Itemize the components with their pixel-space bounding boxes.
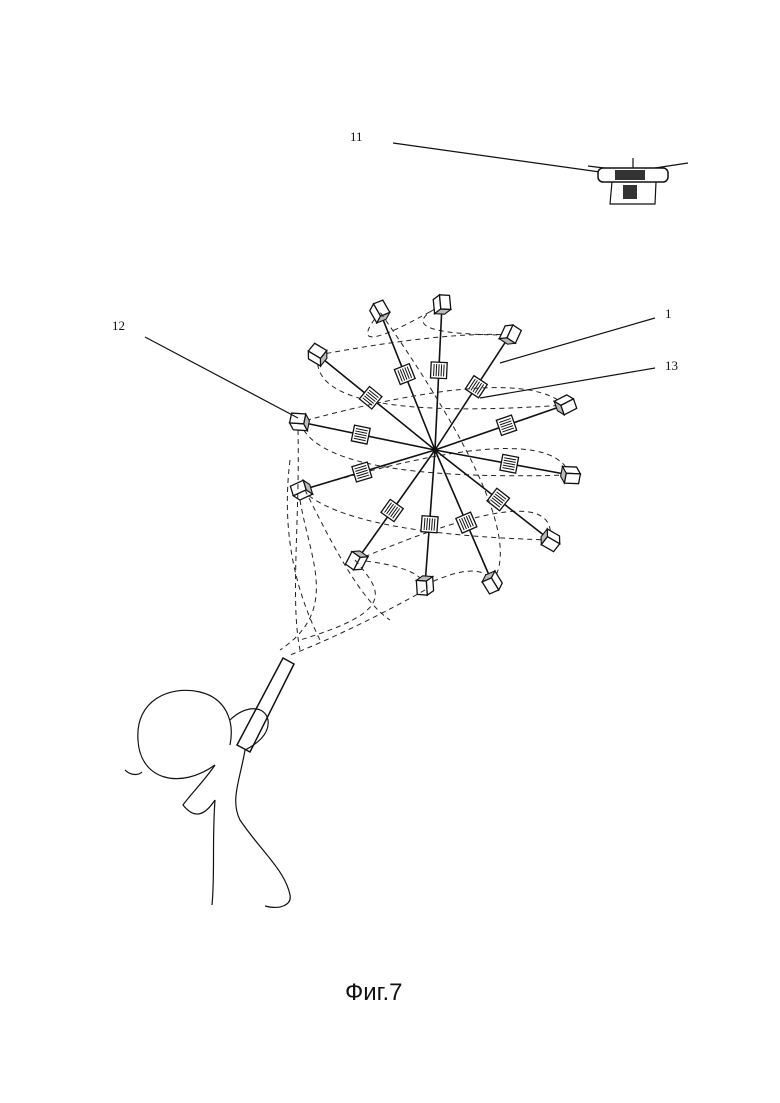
label-13: 13 [665,358,678,373]
net-cell [430,362,447,379]
net-cell [496,415,516,435]
net-cell [394,364,415,385]
net-cell [351,425,370,444]
net-weight [560,465,582,486]
net-weight [433,295,452,315]
net-cell [500,454,519,473]
net-arc [425,571,492,585]
net-cell [456,512,477,533]
net-weight [290,479,313,502]
net-weight [415,575,434,595]
leader-line-11 [393,143,600,172]
net-cell [359,386,382,409]
net-cell [421,516,438,533]
net-arc [357,560,425,585]
net-weight [537,527,563,553]
leader-line-1 [500,318,655,363]
net-arc [300,388,565,422]
net-arc [318,334,510,355]
label-12: 12 [112,318,125,333]
net-cell [352,462,372,482]
net-illustration [288,295,581,596]
leader-line-13 [480,368,655,398]
net-weight [305,342,331,368]
drone-illustration [393,143,688,204]
net-weight [368,299,392,323]
net-weight [480,570,504,595]
person-illustration [125,690,290,907]
label-1: 1 [665,306,672,321]
net-arc [302,449,570,490]
leader-line-12 [145,337,298,418]
net-cell [381,499,403,521]
launcher-illustration [237,430,425,752]
net-weight [554,393,578,416]
figure-caption: Фиг.7 [345,979,403,1006]
net-weight [498,322,523,348]
label-11: 11 [350,129,363,144]
net-cell [487,488,509,510]
net-cell [465,376,487,398]
